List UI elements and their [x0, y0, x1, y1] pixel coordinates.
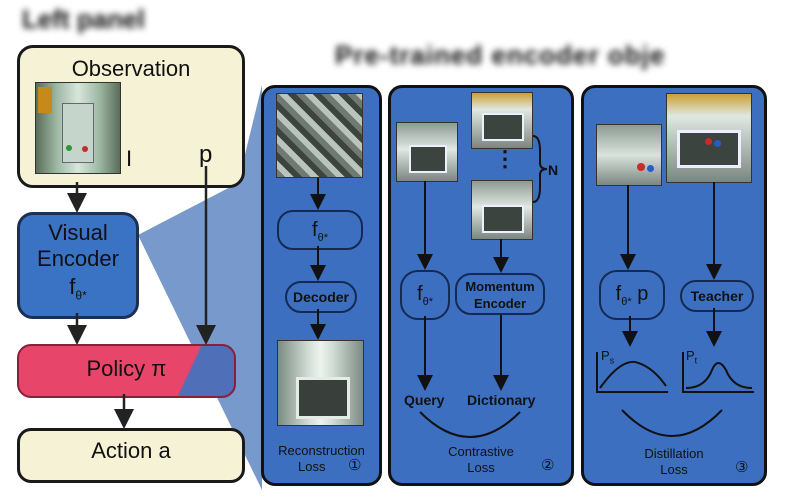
- key-image-n: [471, 180, 533, 240]
- contrastive-loss-line2: Loss: [467, 460, 495, 475]
- policy-box: [17, 344, 236, 398]
- action-box: [17, 428, 245, 483]
- dictionary-label: Dictionary: [467, 392, 536, 408]
- student-dist-label: Ps: [601, 348, 614, 366]
- pt-subscript: t: [694, 355, 698, 366]
- visual-encoder-fn: fθ*: [17, 274, 139, 302]
- contrastive-loss-line1: Contrastive: [448, 444, 514, 459]
- p1-fn-subscript: θ*: [317, 232, 328, 244]
- p3-fn-symbol: f: [615, 283, 622, 305]
- student-encoder-node: fθ* p: [599, 270, 665, 320]
- reconstruction-loss-line2: Loss: [298, 459, 326, 474]
- action-label: Action a: [91, 438, 171, 463]
- visual-encoder-line1: Visual: [48, 220, 108, 245]
- teacher-dist-label: Pt: [686, 348, 697, 366]
- distillation-loss-line1: Distillation: [644, 446, 704, 461]
- encoder-fn-subscript: θ*: [75, 288, 87, 303]
- observation-image: [35, 82, 121, 174]
- encoder-node-p1: fθ*: [277, 210, 363, 250]
- ps-subscript: s: [609, 355, 615, 366]
- proprio-input-label: p: [199, 141, 213, 168]
- p2-fn-symbol: f: [417, 283, 423, 305]
- decoder-node: Decoder: [285, 281, 357, 313]
- n-label: N: [548, 162, 559, 178]
- top-left-title: Left panel: [22, 4, 145, 34]
- teacher-node: Teacher: [680, 280, 754, 312]
- left-arrows: [67, 166, 216, 429]
- observation-box: [17, 45, 245, 188]
- p2-fn-subscript: θ*: [422, 296, 433, 308]
- query-label: Query: [404, 392, 445, 408]
- visual-encoder-box: [17, 212, 139, 319]
- top-title: Pre-trained encoder objectives: [335, 40, 665, 70]
- pt-symbol: P: [686, 348, 695, 363]
- distillation-loss-line2: Loss: [660, 462, 688, 477]
- momentum-encoder-node: Momentum Encoder: [455, 273, 545, 315]
- reconstructed-image: [277, 340, 364, 426]
- encoder-fn-symbol: f: [69, 274, 76, 299]
- momentum-line2: Encoder: [473, 296, 526, 311]
- observation-label: Observation: [71, 56, 191, 81]
- visual-encoder-line2: Encoder: [37, 246, 119, 271]
- step-number-2: ②: [541, 456, 555, 474]
- n-brace: [532, 135, 548, 203]
- ellipsis-dots: ⋮: [494, 146, 516, 171]
- step-number-1: ①: [348, 456, 362, 474]
- ps-symbol: P: [601, 348, 610, 363]
- key-image-1: [471, 92, 533, 149]
- momentum-line1: Momentum: [465, 279, 535, 294]
- masked-input-image: [276, 93, 363, 178]
- image-input-label: I: [126, 146, 133, 171]
- teacher-image: [666, 93, 752, 183]
- p3-proprio: p: [637, 283, 649, 305]
- query-image: [396, 122, 458, 182]
- policy-label: Policy π: [86, 356, 167, 381]
- step-number-3: ③: [735, 458, 749, 476]
- p1-fn-symbol: f: [312, 219, 318, 241]
- p3-fn-subscript: θ*: [621, 296, 632, 308]
- reconstruction-loss-line1: Reconstruction: [278, 443, 365, 458]
